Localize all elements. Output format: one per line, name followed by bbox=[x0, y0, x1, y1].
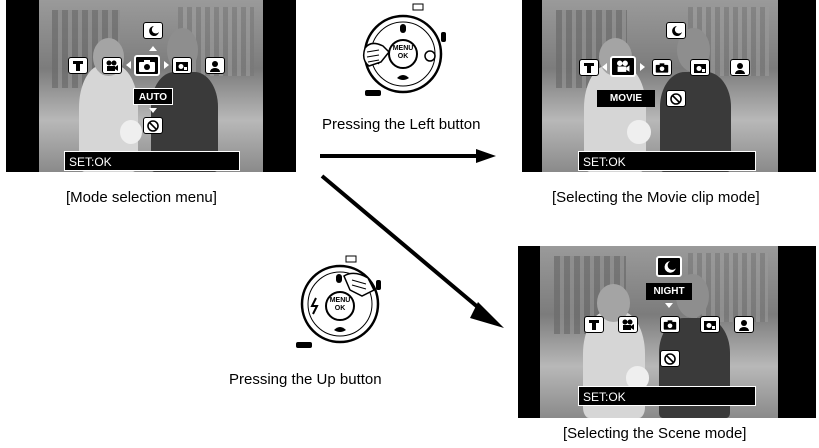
arrow-to-scene bbox=[320, 174, 504, 328]
scene-mode-screen: NIGHT SET:OK bbox=[518, 246, 816, 418]
set-ok-bar: SET:OK bbox=[578, 386, 756, 406]
program-mode-icon[interactable] bbox=[172, 57, 192, 74]
portrait-mode-icon[interactable] bbox=[734, 316, 754, 333]
mode-label: NIGHT bbox=[646, 283, 692, 300]
left-arrow-icon bbox=[602, 63, 607, 71]
ok-label: OK bbox=[334, 305, 346, 312]
movie-mode-icon[interactable] bbox=[102, 57, 122, 74]
movie-mode-icon[interactable] bbox=[610, 56, 636, 77]
mode-label: MOVIE bbox=[597, 90, 655, 107]
right-arrow-icon bbox=[640, 63, 645, 71]
text-mode-icon[interactable] bbox=[584, 316, 604, 333]
up-button-caption: Pressing the Up button bbox=[229, 371, 382, 388]
control-dial-up[interactable]: MENU OK bbox=[292, 254, 388, 350]
night-scene-icon[interactable] bbox=[656, 256, 682, 277]
mode-selection-caption: [Mode selection menu] bbox=[66, 189, 217, 206]
text-mode-icon[interactable] bbox=[579, 59, 599, 76]
program-mode-icon[interactable] bbox=[700, 316, 720, 333]
scene-mode-caption: [Selecting the Scene mode] bbox=[563, 425, 747, 442]
control-dial-left[interactable]: MENU OK bbox=[355, 2, 451, 98]
ok-label: OK bbox=[397, 53, 409, 60]
mode-label: AUTO bbox=[133, 88, 173, 105]
set-ok-bar: SET:OK bbox=[64, 151, 240, 171]
menu-ok-button[interactable]: MENU OK bbox=[389, 45, 417, 61]
down-arrow-icon bbox=[665, 303, 673, 308]
left-arrow-icon bbox=[126, 61, 131, 69]
menu-label: MENU bbox=[392, 45, 414, 52]
down-arrow-icon bbox=[149, 108, 157, 113]
menu-ok-button[interactable]: MENU OK bbox=[326, 297, 354, 313]
macro-mode-icon[interactable] bbox=[143, 117, 163, 134]
movie-mode-screen: MOVIE SET:OK bbox=[522, 0, 816, 172]
mode-selection-screen: AUTO SET:OK bbox=[6, 0, 296, 172]
camera-auto-icon[interactable] bbox=[660, 316, 680, 333]
left-button-caption: Pressing the Left button bbox=[322, 116, 481, 133]
macro-mode-icon[interactable] bbox=[660, 350, 680, 367]
macro-mode-icon[interactable] bbox=[666, 90, 686, 107]
portrait-mode-icon[interactable] bbox=[205, 57, 225, 74]
night-scene-icon[interactable] bbox=[666, 22, 686, 39]
movie-mode-icon[interactable] bbox=[618, 316, 638, 333]
arrow-to-movie bbox=[320, 149, 496, 163]
set-ok-bar: SET:OK bbox=[578, 151, 756, 171]
program-mode-icon[interactable] bbox=[690, 59, 710, 76]
menu-label: MENU bbox=[329, 297, 351, 304]
portrait-mode-icon[interactable] bbox=[730, 59, 750, 76]
text-mode-icon[interactable] bbox=[68, 57, 88, 74]
wedding-photo bbox=[542, 0, 778, 172]
up-arrow-icon bbox=[149, 46, 157, 51]
camera-auto-icon[interactable] bbox=[134, 55, 160, 76]
movie-mode-caption: [Selecting the Movie clip mode] bbox=[552, 189, 760, 206]
camera-auto-icon[interactable] bbox=[652, 59, 672, 76]
night-scene-icon[interactable] bbox=[143, 22, 163, 39]
right-arrow-icon bbox=[164, 61, 169, 69]
